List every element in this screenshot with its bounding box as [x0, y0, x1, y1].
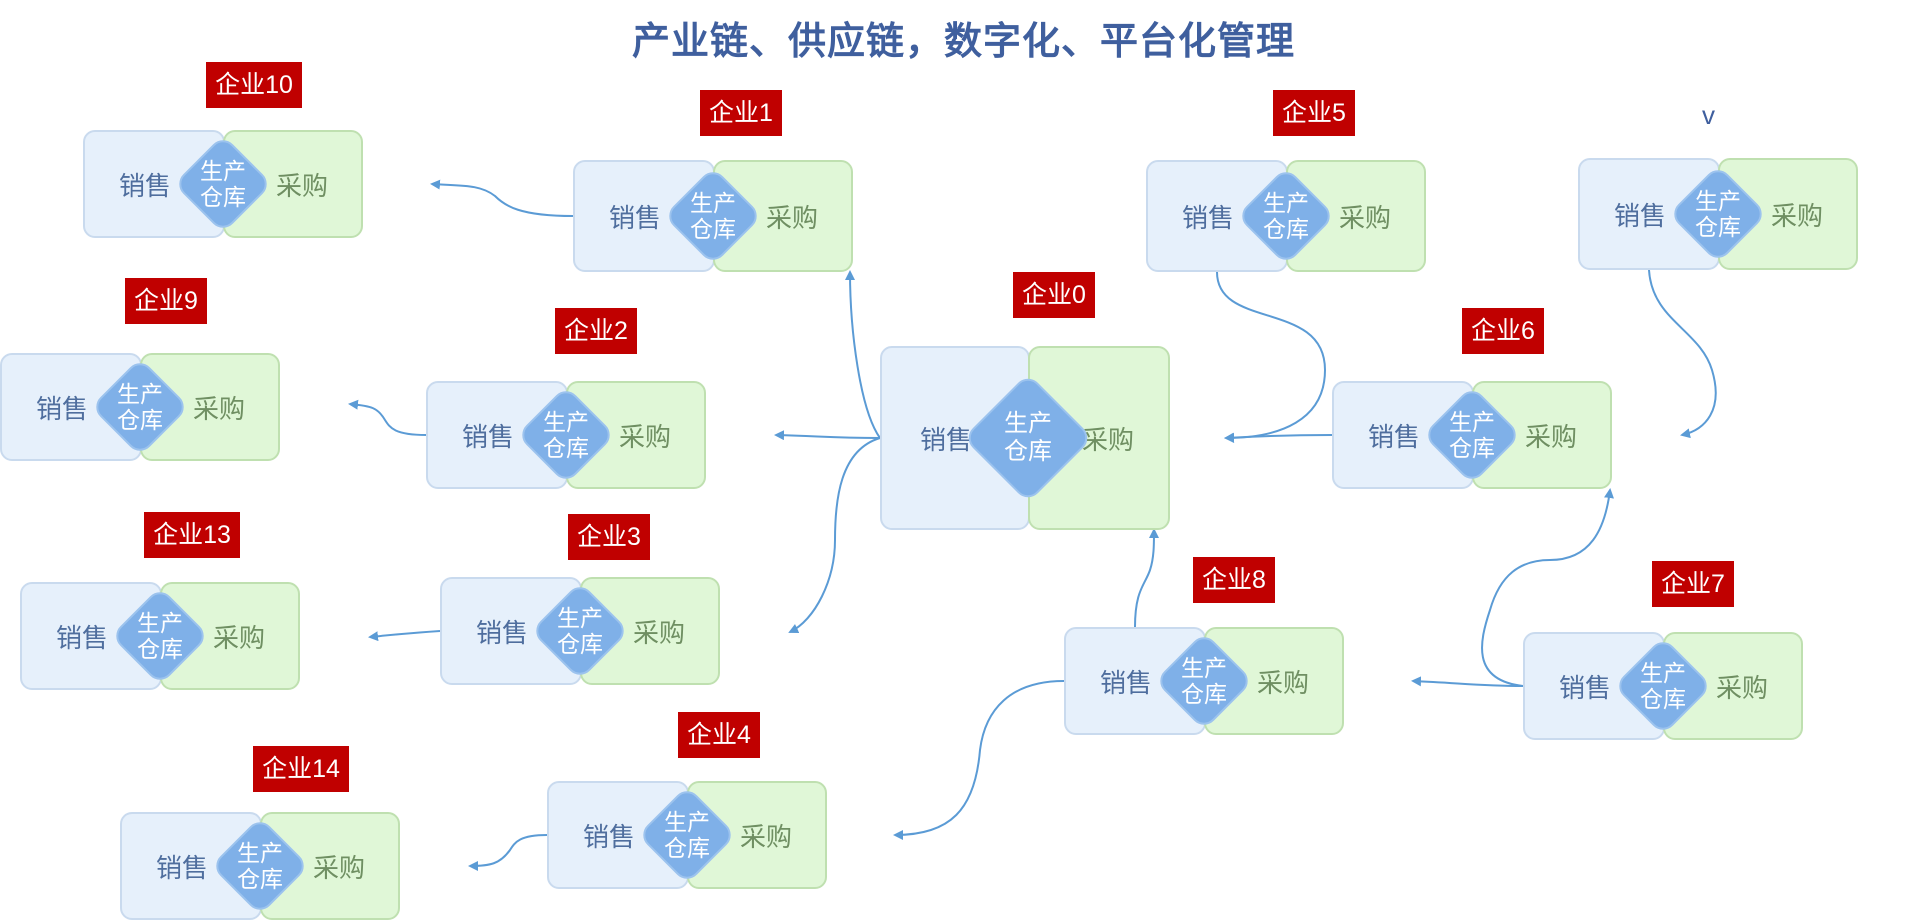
- production-warehouse-label: 生产仓库: [664, 808, 710, 861]
- purchase-box: 采购: [160, 582, 300, 690]
- enterprise-node-e1: 销售采购生产仓库: [573, 160, 853, 272]
- flow-arrow-e4-to-e14: [468, 834, 548, 871]
- enterprise-label-e1: 企业1: [700, 90, 782, 136]
- production-warehouse-label: 生产仓库: [690, 189, 736, 242]
- enterprise-label-e4: 企业4: [678, 712, 760, 758]
- flow-arrow-e0-to-e3: [788, 437, 881, 634]
- production-warehouse-label: 生产仓库: [117, 380, 163, 433]
- enterprise-node-e10: 销售采购生产仓库: [83, 130, 363, 238]
- production-warehouse-label: 生产仓库: [557, 604, 603, 657]
- enterprise-node-e6: 销售采购生产仓库: [1332, 381, 1612, 489]
- production-warehouse-label: 生产仓库: [1449, 408, 1495, 461]
- diagram-title: 产业链、供应链，数字化、平台化管理: [631, 21, 1295, 63]
- enterprise-node-e5: 销售采购生产仓库: [1146, 160, 1426, 272]
- enterprise-node-e0: 销售采购生产仓库: [880, 346, 1170, 530]
- stray-text: v: [1702, 100, 1715, 130]
- enterprise-label-e5: 企业5: [1273, 90, 1355, 136]
- production-warehouse-label: 生产仓库: [1263, 189, 1309, 242]
- enterprise-node-e14: 销售采购生产仓库: [120, 812, 400, 920]
- enterprise-node-e2: 销售采购生产仓库: [426, 381, 706, 489]
- flow-arrow-e7-to-e6: [1481, 488, 1614, 687]
- flow-arrow-e7-to-e8: [1411, 676, 1524, 687]
- enterprise-label-e10: 企业10: [206, 62, 302, 108]
- enterprise-label-e8: 企业8: [1193, 557, 1275, 603]
- enterprise-label-e0: 企业0: [1013, 272, 1095, 318]
- flow-arrow-e11-to-e6: [1648, 269, 1717, 439]
- flow-arrow-e0-to-e2: [774, 430, 881, 441]
- flow-arrow-e8-to-e0: [1134, 528, 1159, 628]
- enterprise-label-e7: 企业7: [1652, 561, 1734, 607]
- enterprise-node-e13: 销售采购生产仓库: [20, 582, 300, 690]
- production-warehouse-label: 生产仓库: [1695, 187, 1741, 240]
- enterprise-label-e14: 企业14: [253, 746, 349, 792]
- sales-box: 销售: [1578, 158, 1720, 270]
- enterprise-node-e3: 销售采购生产仓库: [440, 577, 720, 685]
- purchase-box: 采购: [1718, 158, 1858, 270]
- enterprise-node-e8: 销售采购生产仓库: [1064, 627, 1344, 735]
- flow-arrow-e3-to-e13: [368, 630, 441, 642]
- production-warehouse-label: 生产仓库: [543, 408, 589, 461]
- production-warehouse-label: 生产仓库: [137, 609, 183, 662]
- enterprise-node-e4: 销售采购生产仓库: [547, 781, 827, 889]
- production-warehouse-label: 生产仓库: [1640, 659, 1686, 712]
- enterprise-label-e2: 企业2: [555, 308, 637, 354]
- flow-arrow-e2-to-e9: [348, 399, 427, 436]
- flow-arrow-e8-to-e4: [893, 680, 1065, 840]
- production-warehouse-label: 生产仓库: [237, 839, 283, 892]
- enterprise-node-e11: 销售采购生产仓库: [1578, 158, 1858, 270]
- production-warehouse-label: 生产仓库: [1181, 654, 1227, 707]
- purchase-box: 采购: [260, 812, 400, 920]
- enterprise-label-e6: 企业6: [1462, 308, 1544, 354]
- flow-arrow-e6-to-e0: [1224, 432, 1333, 443]
- production-warehouse-label: 生产仓库: [200, 157, 246, 210]
- enterprise-label-e3: 企业3: [568, 514, 650, 560]
- enterprise-label-e13: 企业13: [144, 512, 240, 558]
- purchase-box: 采购: [713, 160, 853, 272]
- flow-arrow-e1-to-e10: [430, 179, 574, 217]
- enterprise-node-e9: 销售采购生产仓库: [0, 353, 280, 461]
- production-warehouse-label: 生产仓库: [1004, 410, 1052, 465]
- sales-box: 销售: [547, 781, 689, 889]
- enterprise-node-e7: 销售采购生产仓库: [1523, 632, 1803, 740]
- flow-arrow-e5-to-e0: [1216, 271, 1327, 443]
- enterprise-label-e9: 企业9: [125, 278, 207, 324]
- flow-arrow-e0-to-e1: [845, 270, 881, 439]
